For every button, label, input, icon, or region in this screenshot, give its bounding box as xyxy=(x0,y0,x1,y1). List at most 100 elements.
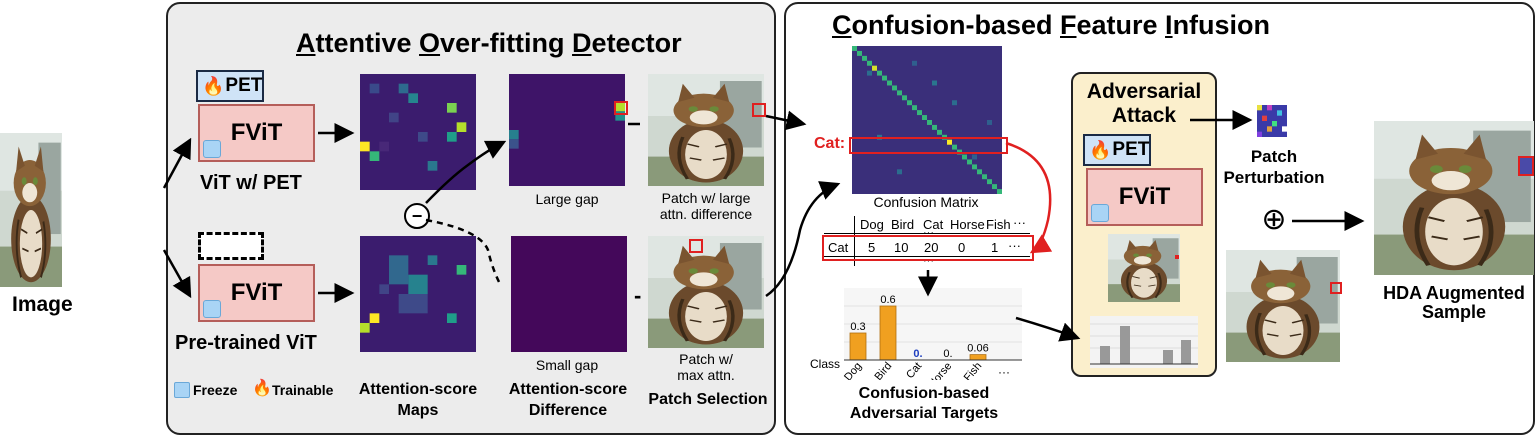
adv-mini-chart xyxy=(1090,316,1198,368)
diff-label-2: Difference xyxy=(528,402,608,419)
output-label-2: Sample xyxy=(1421,302,1487,322)
cfi-title-cap-3: I xyxy=(1165,10,1173,40)
patch-selection-label: Patch Selection xyxy=(648,391,768,408)
patch-pert-label-1: Patch xyxy=(1250,147,1298,166)
fvit-top-label: FViT xyxy=(230,119,283,146)
table-header-0: Dog xyxy=(860,217,884,232)
perturbed-patch-marker xyxy=(1330,282,1342,294)
large-gap-label: Large gap xyxy=(535,191,599,207)
aod-title-cap-1: A xyxy=(296,28,316,58)
output-cat-image xyxy=(1374,121,1534,275)
legend-freeze: Freeze xyxy=(193,382,238,398)
difference-map-top xyxy=(509,74,625,186)
attention-map-bottom xyxy=(360,236,476,352)
aod-title-cap-2: O xyxy=(419,28,441,58)
table-cell-3: 0 xyxy=(958,240,966,255)
targets-category-label: Dog xyxy=(842,360,864,380)
table-rule-bottom xyxy=(824,256,1030,257)
targets-category-label: Fish xyxy=(962,360,985,380)
noise-patch-image xyxy=(1257,105,1287,137)
patch-cat-top xyxy=(648,74,764,186)
table-divider-vertical xyxy=(854,216,855,266)
minus-sign: - xyxy=(634,283,642,308)
aod-title-cap-3: D xyxy=(572,28,592,58)
targets-bar-fish xyxy=(969,354,987,361)
pet-tag-adv-label: PET xyxy=(1112,139,1150,160)
aod-title-rest-3: etector xyxy=(591,28,682,58)
fire-icon: 🔥 xyxy=(202,75,225,96)
empty-dashed-box xyxy=(198,232,264,260)
output-patch-marker xyxy=(1518,156,1534,176)
fire-icon: 🔥 xyxy=(1089,139,1112,160)
table-header-1: Bird xyxy=(891,217,915,232)
output-label-1: HDA Augmented xyxy=(1383,283,1525,303)
targets-value-label: 0. xyxy=(943,348,952,360)
table-header-3: Horse xyxy=(950,217,985,232)
targets-value-label: 0.3 xyxy=(850,321,865,333)
cfi-title-rest-2: eature xyxy=(1076,10,1166,40)
pet-tag-adv: 🔥 PET xyxy=(1083,134,1151,166)
adv-title-2: Attack xyxy=(1111,104,1177,127)
table-col-ellipsis: ··· xyxy=(923,227,934,239)
pretrained-vit-label: Pre-trained ViT xyxy=(175,332,317,354)
plus-circle-icon: ⊕ xyxy=(1261,203,1287,236)
fvit-adv-label: FViT xyxy=(1118,183,1171,210)
table-cell-1: 10 xyxy=(894,240,909,255)
aod-title: Attentive Over-fitting Detector xyxy=(296,28,682,59)
ice-icon xyxy=(203,300,221,318)
targets-label-1: Confusion-based xyxy=(858,385,990,402)
targets-bar-dog xyxy=(849,332,867,361)
pet-tag-top: 🔥 PET xyxy=(196,70,264,102)
aod-title-rest-1: ttentive xyxy=(315,28,420,58)
table-cell-4: 1 xyxy=(991,240,999,255)
cfi-title-rest-1: onfusion-based xyxy=(851,10,1060,40)
targets-trailing-ellipsis: ··· xyxy=(998,365,1010,379)
selected-patch-marker xyxy=(614,101,628,115)
patch-large-label-1: Patch w/ large xyxy=(661,190,751,206)
targets-bar-bird xyxy=(879,305,897,361)
pet-tag-label: PET xyxy=(225,75,263,96)
perturbed-cat-image xyxy=(1226,250,1340,362)
targets-value-label: 0. xyxy=(913,348,922,360)
targets-category-label: Horse xyxy=(926,360,954,380)
cfi-title-rest-3: nfusion xyxy=(1172,10,1271,40)
confusion-matrix-label: Confusion Matrix xyxy=(873,194,979,210)
adv-patch-marker xyxy=(1175,255,1179,259)
patch-marker-top xyxy=(752,103,766,117)
subtract-circle-icon: − xyxy=(404,203,430,229)
adv-title-1: Adversarial xyxy=(1086,80,1202,103)
difference-map-bottom xyxy=(511,236,627,352)
attention-map-top xyxy=(360,74,476,190)
table-header-4: Fish xyxy=(986,217,1011,232)
patch-max-label-1: Patch w/ xyxy=(679,351,733,367)
targets-bar-chart: 0.3Dog0.6Bird0.Cat0.Horse0.06FishClass··… xyxy=(810,288,1022,380)
input-image-label: Image xyxy=(12,293,73,316)
patch-max-label-2: max attn. xyxy=(677,367,735,383)
cfi-title-cap-1: C xyxy=(832,10,852,40)
targets-class-label: Class xyxy=(810,357,840,371)
input-cat-image xyxy=(0,133,62,287)
fire-icon: 🔥 xyxy=(252,380,272,397)
patch-cat-bottom xyxy=(648,236,764,348)
cat-row-table-highlight xyxy=(822,235,1034,261)
targets-value-label: 0.6 xyxy=(880,294,895,306)
table-header-5: ··· xyxy=(1013,215,1026,230)
confusion-matrix xyxy=(852,46,1002,194)
cat-row-label: Cat: xyxy=(814,135,846,152)
ice-icon xyxy=(174,382,190,398)
ice-icon xyxy=(203,140,221,158)
patch-marker-bottom xyxy=(689,239,703,253)
small-gap-label: Small gap xyxy=(535,357,599,373)
patch-large-label-2: attn. difference xyxy=(659,206,753,222)
maps-label-1: Attention-score xyxy=(358,381,478,398)
cat-row-highlight xyxy=(849,137,1008,154)
cfi-title-cap-2: F xyxy=(1060,10,1077,40)
targets-label-2: Adversarial Targets xyxy=(849,405,999,422)
cfi-title: Confusion-based Feature Infusion xyxy=(832,10,1270,41)
table-row-ellipsis: ··· xyxy=(923,255,934,267)
table-rule-top xyxy=(824,233,1030,234)
targets-category-label: Bird xyxy=(873,360,895,380)
table-cell-0: 5 xyxy=(868,240,876,255)
targets-value-label: 0.06 xyxy=(967,343,988,355)
legend-trainable: Trainable xyxy=(272,382,334,398)
